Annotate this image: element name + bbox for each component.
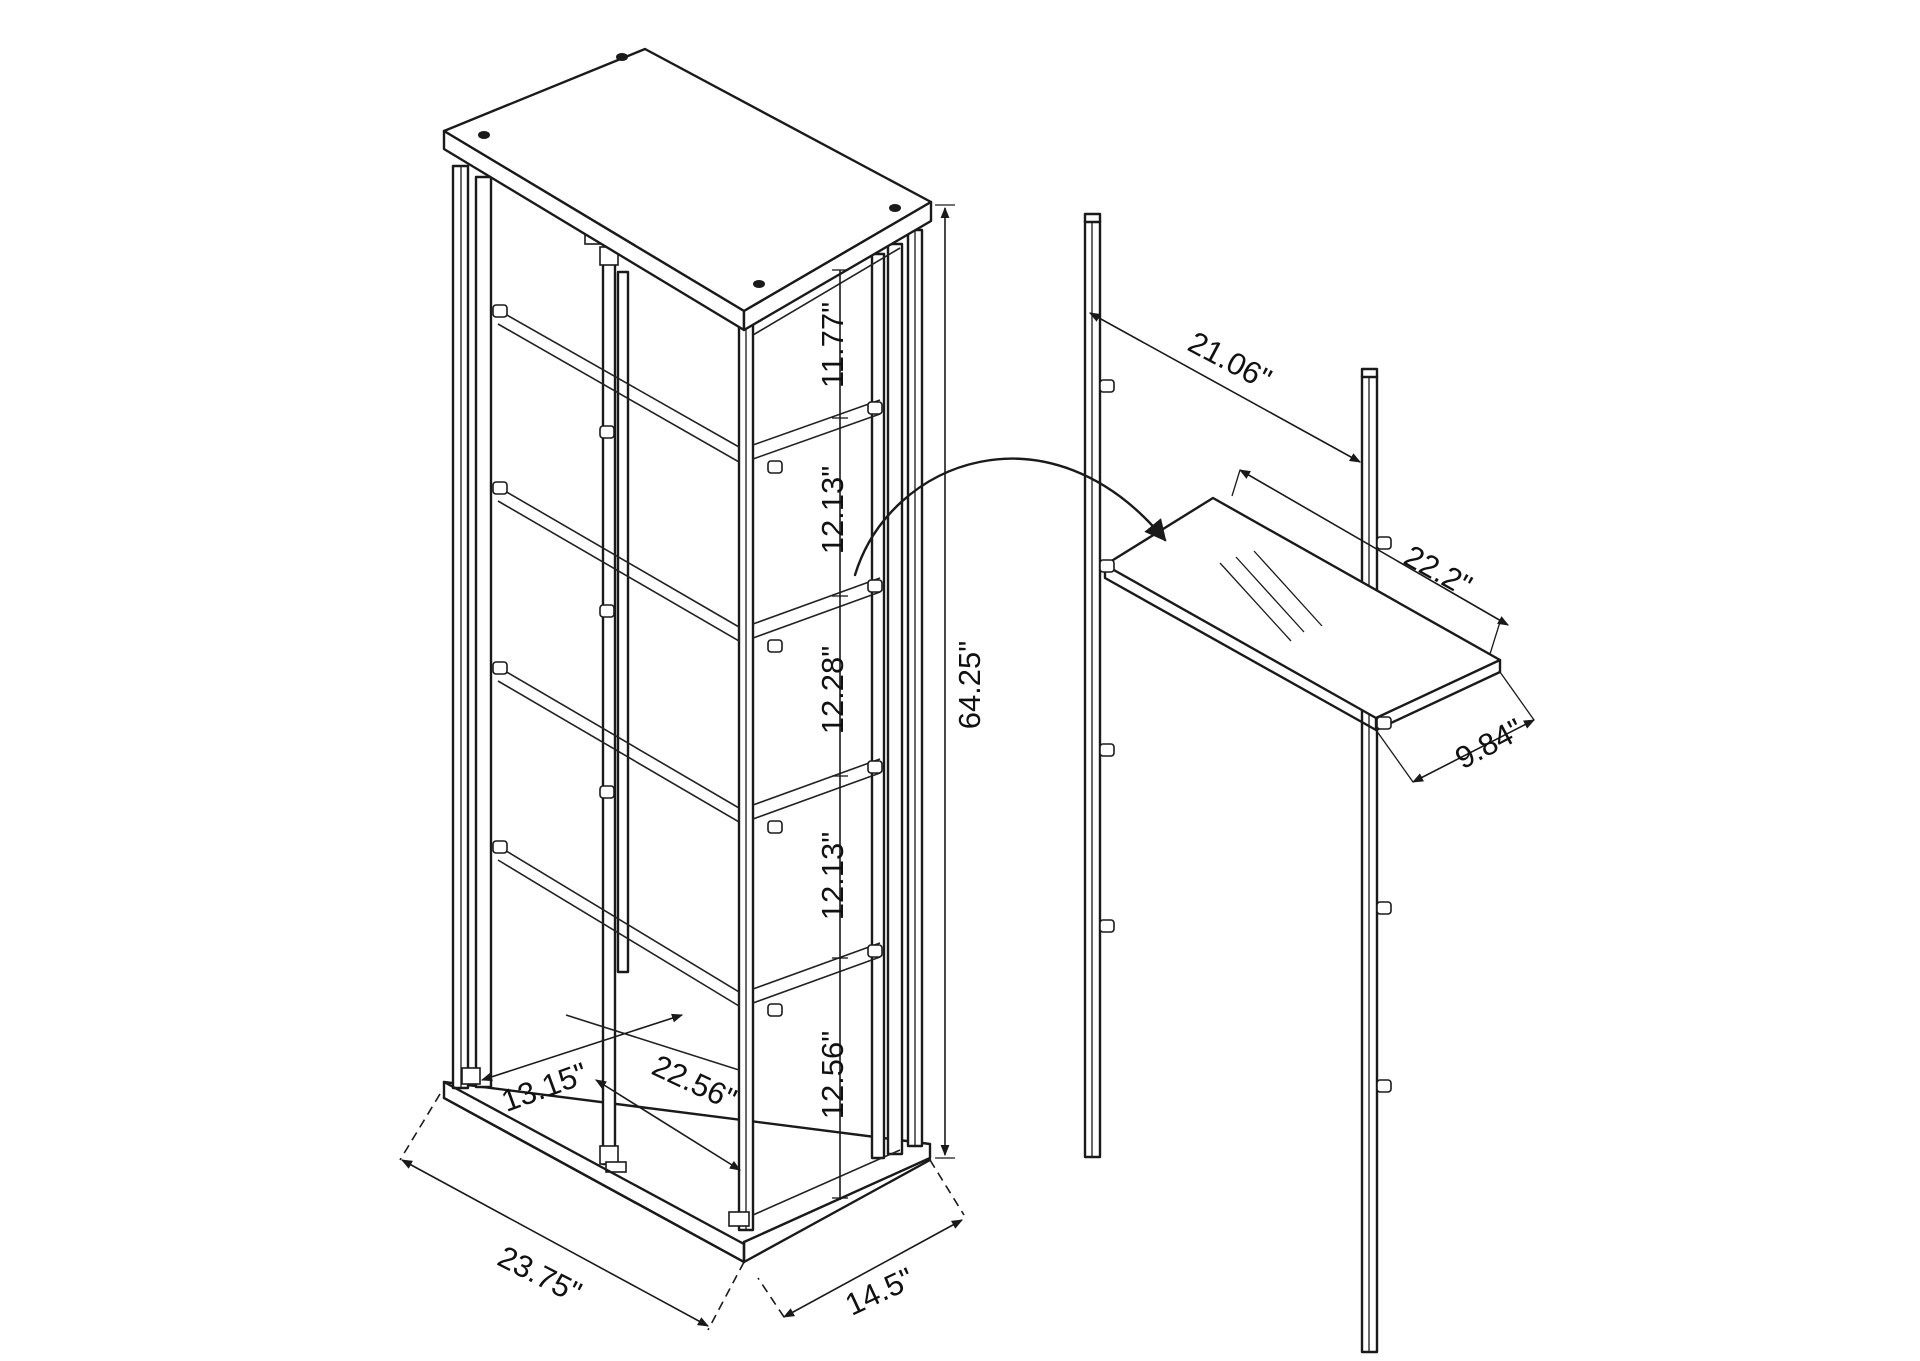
- shelf-gap-3-label: 12.28": [815, 646, 850, 735]
- cabinet-top: [442, 47, 933, 332]
- detail-glass-shelf: [1103, 496, 1502, 732]
- glass-shelf-3: [497, 666, 881, 824]
- shelf-gap-2-label: 12.13": [815, 466, 850, 555]
- top-screw-hole: [478, 131, 490, 139]
- shelf-depth-label: 9.84": [1449, 712, 1528, 776]
- cabinet-depth-label: 14.5": [840, 1261, 919, 1323]
- footprint-dims: [399, 1093, 965, 1331]
- upright-spacing-dim-line: [1089, 312, 1361, 463]
- shelf-gap-5-label: 12.56": [815, 1031, 850, 1120]
- shelf-gap-4-label: 12.13": [815, 832, 850, 921]
- side-glass-top: [752, 247, 901, 336]
- detail-right-upright: [1360, 367, 1379, 1354]
- overall-height-dim-line: [935, 204, 955, 1159]
- detail-left-upright: [1083, 212, 1102, 1159]
- top-screw-hole: [616, 53, 628, 61]
- top-screw-hole: [753, 280, 765, 288]
- shelf-detail-drawing: [1083, 212, 1535, 1354]
- cabinet-door-post: [601, 256, 630, 1166]
- inner-floor-dims: [480, 1013, 741, 1171]
- glass-shelf-1: [497, 309, 881, 464]
- shelf-length-label: 22.2": [1398, 538, 1477, 603]
- callout-arrow: [853, 457, 1167, 577]
- bottom-deck-back: [565, 1014, 740, 1071]
- detail-support-pegs: [1099, 379, 1392, 1093]
- cabinet-left-posts: [451, 164, 493, 1090]
- cabinet-width-label: 23.75": [492, 1239, 587, 1310]
- shelf-length-dim-line: [1231, 469, 1509, 655]
- top-screw-hole: [889, 204, 901, 212]
- cabinet-front-corner-post: [737, 320, 755, 1232]
- side-glass-bottom: [752, 1149, 901, 1216]
- shelf-spacing-dim-line: [832, 269, 848, 1200]
- glass-shelf-2: [497, 486, 881, 643]
- shelf-depth-dim-line: [1375, 671, 1535, 783]
- cabinet-drawing: [399, 47, 965, 1331]
- shelf-gap-1-label: 11.77": [815, 302, 850, 388]
- cabinet-right-posts: [870, 228, 924, 1160]
- inner-width-label: 22.56": [647, 1048, 742, 1117]
- overall-height-label: 64.25": [952, 641, 987, 730]
- cabinet-glass-shelves: [497, 309, 881, 1071]
- upright-spacing-label: 21.06": [1183, 324, 1278, 396]
- glass-shelf-4: [497, 845, 881, 1008]
